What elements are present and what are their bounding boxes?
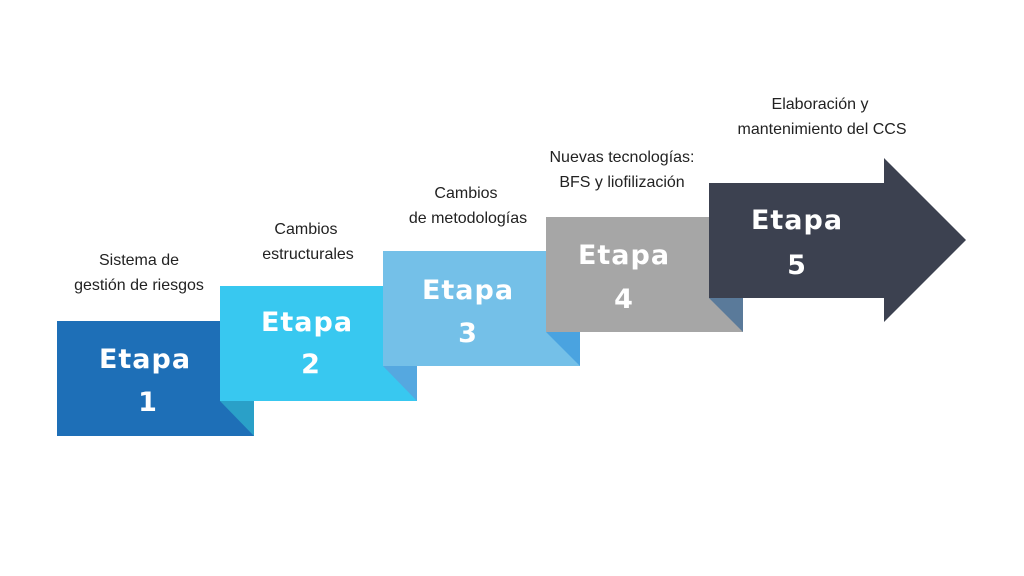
stage-4-caption-line2: BFS y liofilización xyxy=(559,174,684,191)
stage-5-caption-line1: Elaboración y xyxy=(772,96,869,113)
stage-4-caption-line1: Nuevas tecnologías: xyxy=(550,149,695,166)
stage-2-number: 2 xyxy=(301,349,321,380)
stage-2-caption-line1: Cambios xyxy=(274,221,337,238)
stage-5-caption-line2: mantenimiento del CCS xyxy=(738,121,907,138)
stage-1-title: Etapa xyxy=(99,344,191,375)
stage-1-caption-line1: Sistema de xyxy=(99,252,179,269)
stage-3-caption-line1: Cambios xyxy=(434,185,497,202)
stage-2-fold xyxy=(383,366,417,401)
stage-5-title: Etapa xyxy=(751,205,843,236)
stage-1-caption-line2: gestión de riesgos xyxy=(74,277,204,294)
stage-3-fold xyxy=(546,332,580,366)
stage-5-number: 5 xyxy=(787,250,807,281)
stage-2-title: Etapa xyxy=(261,307,353,338)
stage-1-number: 1 xyxy=(138,387,158,418)
stage-4-fold xyxy=(709,298,743,332)
stage-3-caption-line2: de metodologías xyxy=(409,210,527,227)
stage-4-title: Etapa xyxy=(578,240,670,271)
stage-4-number: 4 xyxy=(614,284,634,315)
stage-2-caption-line2: estructurales xyxy=(262,246,354,263)
stage-3-number: 3 xyxy=(458,318,478,349)
stage-1-fold xyxy=(220,401,254,436)
stage-5-arrow xyxy=(709,158,966,322)
stage-3-title: Etapa xyxy=(422,275,514,306)
